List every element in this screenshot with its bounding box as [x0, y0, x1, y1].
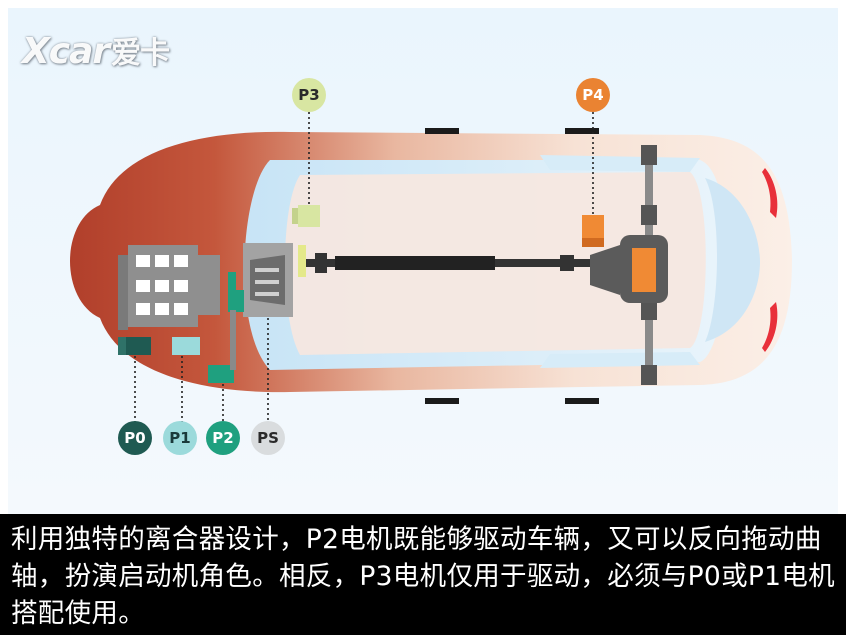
wheel-rear-left: [565, 128, 599, 134]
p1-motor: [172, 337, 200, 355]
side-window-top: [540, 155, 700, 172]
xcar-logo: Xcar爱卡: [22, 28, 170, 72]
p0-badge: P0: [118, 421, 152, 455]
tail-light-bottom: [762, 302, 778, 352]
car-layout-illustration: [70, 112, 792, 422]
caption-bar: 利用独特的离合器设计，P2电机既能够驱动车辆，又可以反向拖动曲轴，扮演启动机角色…: [0, 514, 846, 635]
powertrain-diagram: Xcar爱卡: [8, 8, 838, 514]
caption-text: 利用独特的离合器设计，P2电机既能够驱动车辆，又可以反向拖动曲轴，扮演启动机角色…: [11, 524, 835, 629]
wheel-front-right: [425, 398, 459, 404]
p2-motor: [228, 272, 236, 312]
p3-badge: P3: [292, 78, 326, 112]
rear-window: [705, 178, 760, 342]
p1-badge: P1: [163, 421, 197, 455]
logo-brand-text: Xcar: [22, 31, 110, 72]
p2-badge: P2: [206, 421, 240, 455]
p4-badge: P4: [576, 78, 610, 112]
p0-motor: [125, 337, 151, 355]
side-window-bottom: [540, 352, 700, 368]
tail-light-top: [762, 168, 778, 218]
wheel-front-left: [425, 128, 459, 134]
logo-sub-text: 爱卡: [111, 36, 170, 71]
ps-badge: PS: [251, 421, 285, 455]
p3-motor: [298, 205, 320, 227]
wheel-rear-right: [565, 398, 599, 404]
